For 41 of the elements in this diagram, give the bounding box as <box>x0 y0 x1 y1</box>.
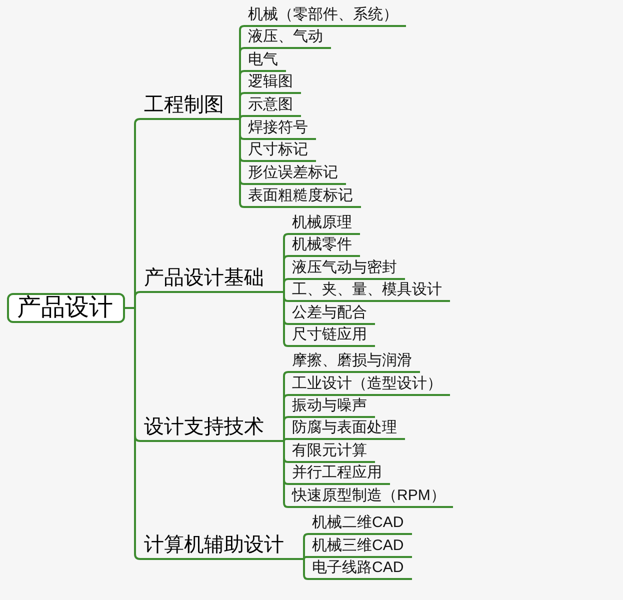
leaf-topic: 机械原理 <box>288 213 360 235</box>
leaf-topic: 工业设计（造型设计） <box>288 374 450 396</box>
leaf-topic: 振动与噪声 <box>288 396 375 418</box>
leaf-topic: 电气 <box>244 50 286 72</box>
leaf-topic: 机械二维CAD <box>308 513 412 535</box>
connector <box>239 118 245 208</box>
leaf-topic: 有限元计算 <box>288 441 375 463</box>
connector <box>283 440 289 508</box>
leaf-topic: 快速原型制造（RPM） <box>288 486 454 508</box>
connector <box>239 92 245 120</box>
root-topic-box: 产品设计 <box>7 293 125 323</box>
leaf-topic: 液压、气动 <box>244 27 331 49</box>
branch-topic: 工程制图 <box>140 92 240 120</box>
connector <box>283 291 289 347</box>
leaf-topic: 表面粗糙度标记 <box>244 186 361 208</box>
leaf-topic: 液压气动与密封 <box>288 258 405 280</box>
connector <box>125 307 141 560</box>
connector <box>303 556 308 560</box>
leaf-topic: 尺寸链应用 <box>288 325 375 347</box>
leaf-topic: 摩擦、磨损与润滑 <box>288 351 420 373</box>
connector <box>283 278 289 293</box>
leaf-topic: 机械（零部件、系统） <box>244 5 406 27</box>
leaf-topic: 尺寸标记 <box>244 140 316 162</box>
branch-topic: 产品设计基础 <box>140 265 284 293</box>
leaf-topic: 工、夹、量、模具设计 <box>288 280 450 302</box>
leaf-topic: 逻辑图 <box>244 72 301 94</box>
connector <box>239 115 244 120</box>
leaf-topic: 并行工程应用 <box>288 463 390 485</box>
connector <box>283 438 288 442</box>
branch-topic: 设计支持技术 <box>140 414 284 442</box>
leaf-topic: 机械零件 <box>288 235 360 257</box>
branch-topic: 计算机辅助设计 <box>140 532 304 560</box>
leaf-topic: 电子线路CAD <box>308 558 412 580</box>
connector <box>303 558 309 580</box>
leaf-topic: 机械三维CAD <box>308 536 412 558</box>
leaf-topic: 公差与配合 <box>288 303 375 325</box>
leaf-topic: 示意图 <box>244 95 301 117</box>
connector <box>303 533 309 560</box>
leaf-topic: 防腐与表面处理 <box>288 418 405 440</box>
leaf-topic: 形位误差标记 <box>244 163 346 185</box>
leaf-topic: 焊接符号 <box>244 118 316 140</box>
